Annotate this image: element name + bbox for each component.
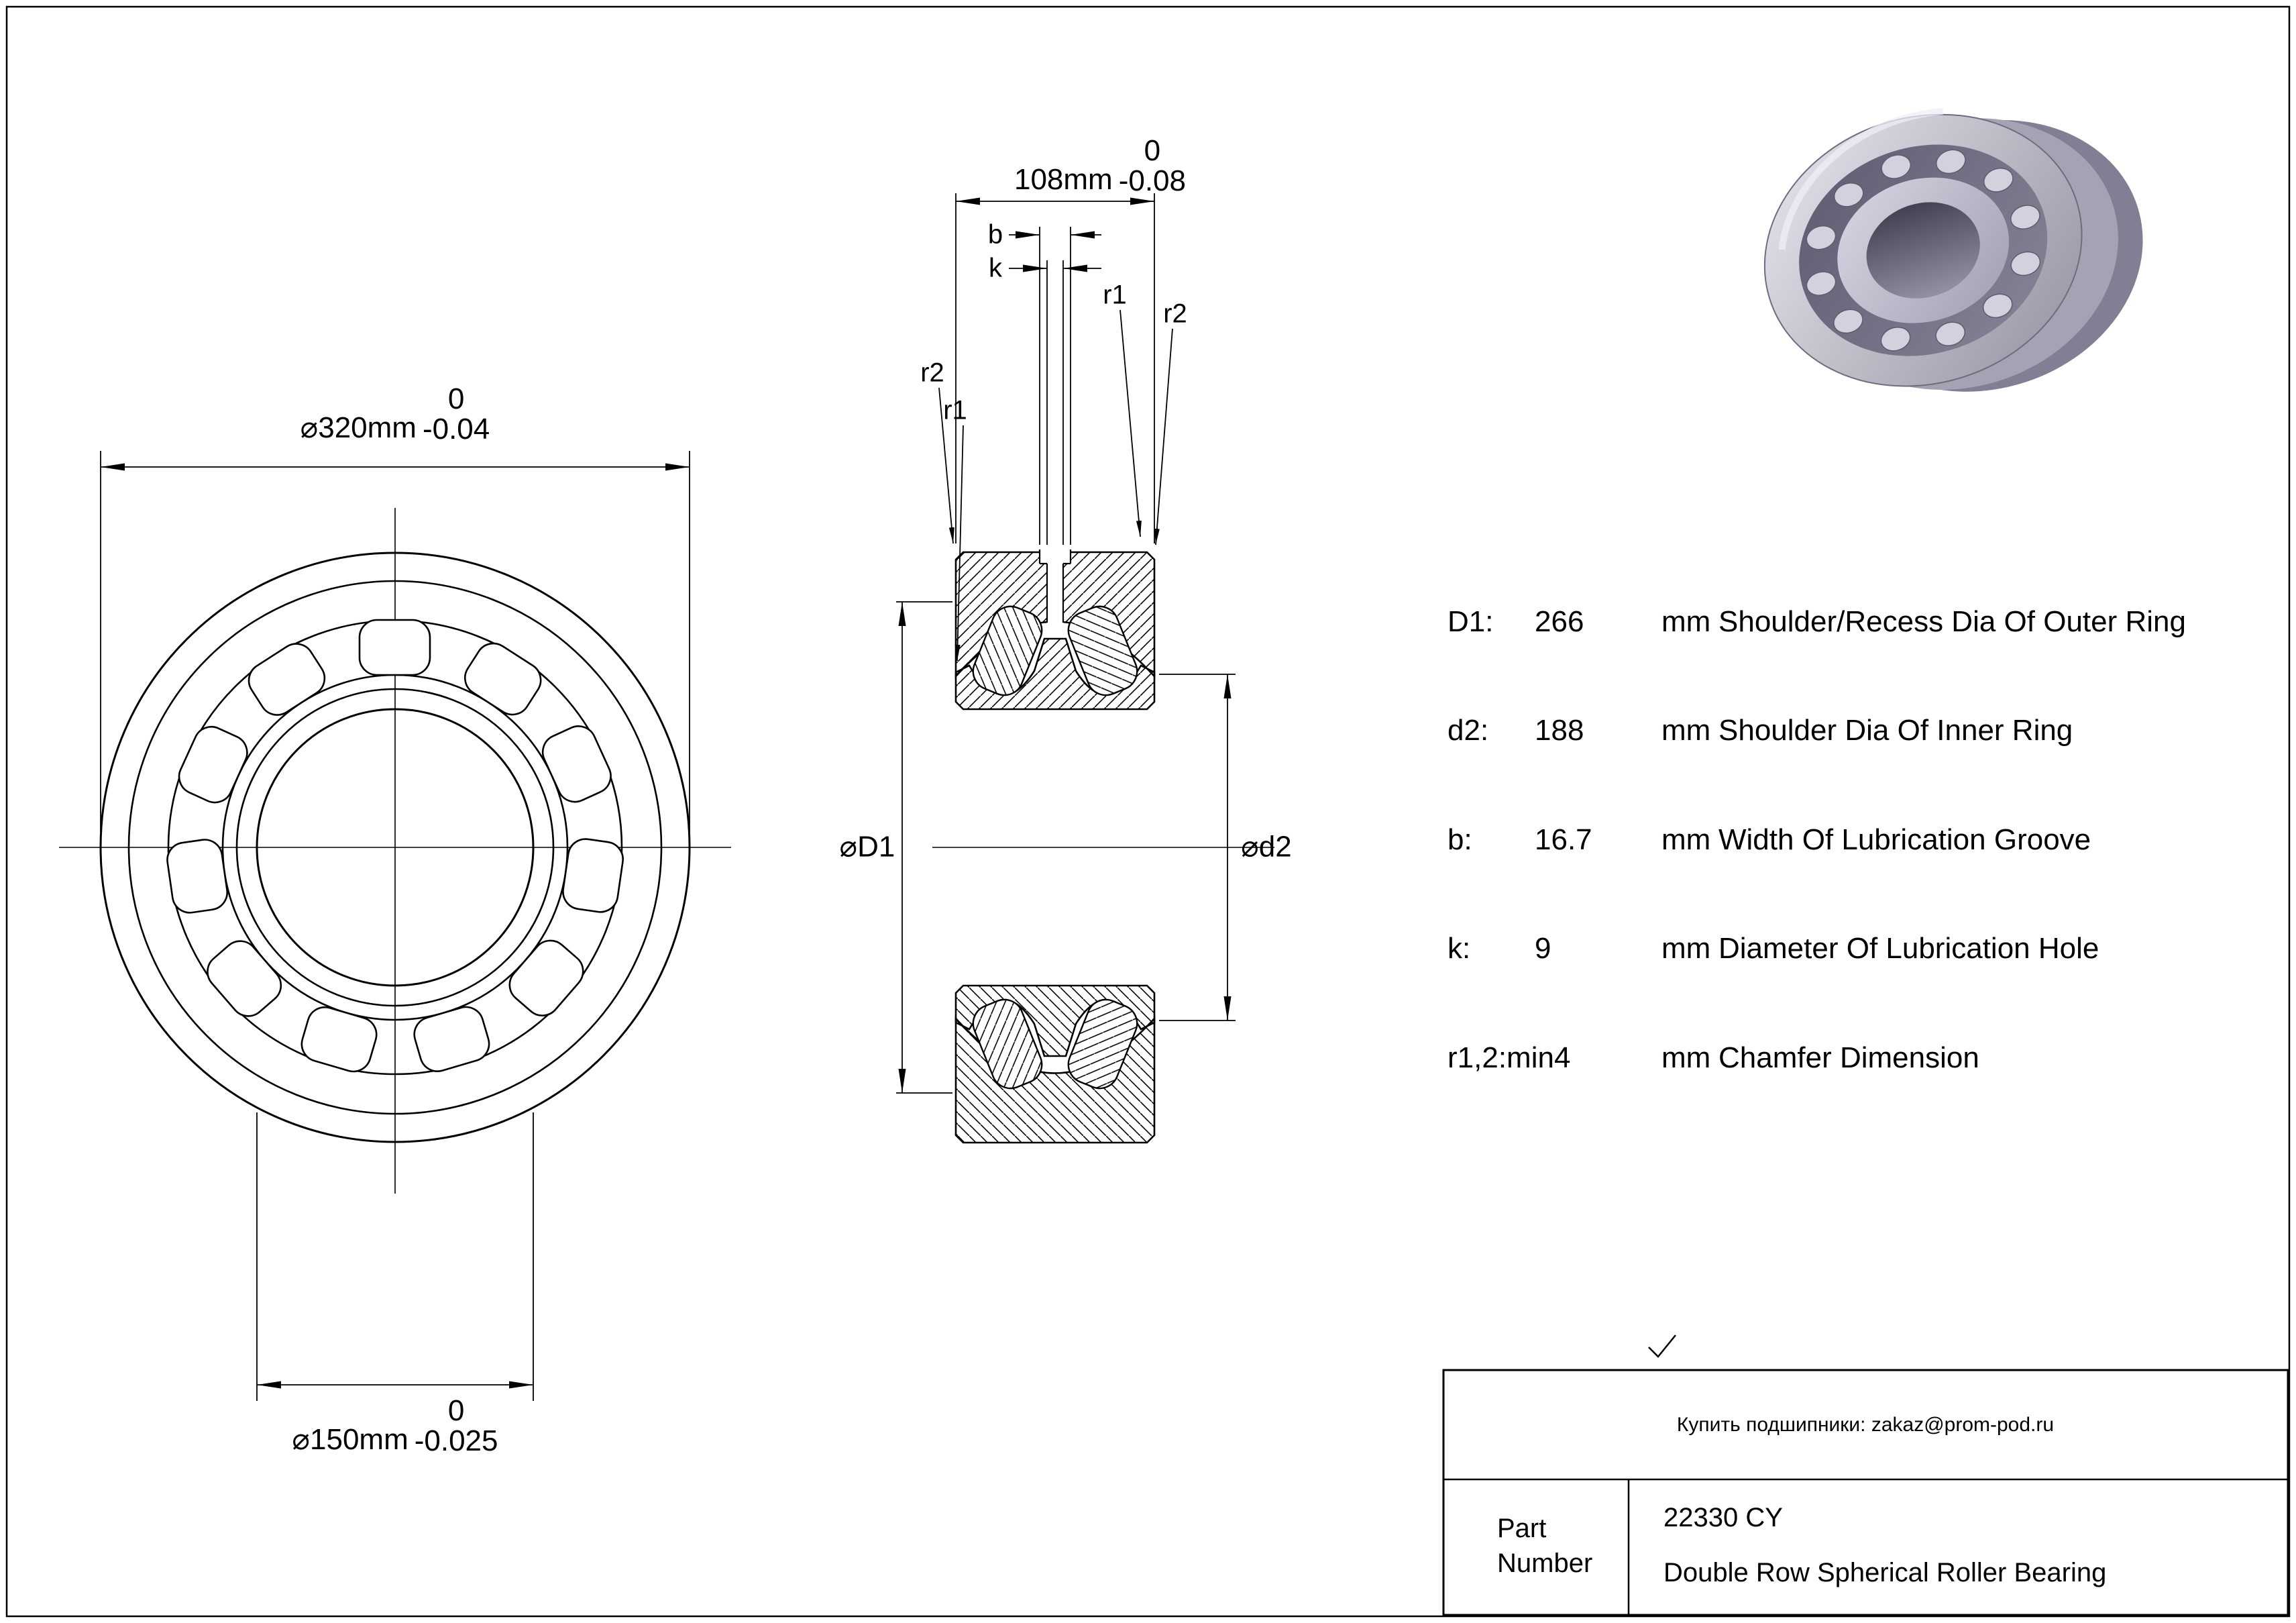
bore-circle: [256, 708, 535, 987]
spec-param: d2:: [1447, 714, 1489, 747]
spec-row-b: b: 16.7 mm Width Of Lubrication Groove: [1447, 823, 2293, 858]
bearing-3d-image: [1763, 107, 2143, 392]
part-description: Double Row Spherical Roller Bearing: [1663, 1558, 2107, 1587]
part-number-value: 22330 CY: [1663, 1503, 1783, 1532]
label-k: k: [989, 253, 1002, 283]
spec-desc: Diameter Of Lubrication Hole: [1718, 932, 2099, 965]
spec-unit: mm: [1661, 932, 1711, 965]
spec-param: b:: [1447, 823, 1472, 856]
section-view-drawing: [932, 549, 1274, 1144]
spec-value: 9: [1535, 932, 1551, 965]
front-view-drawing: [59, 508, 731, 1194]
width-dimension: 108mm 0 -0.08: [1014, 136, 1186, 197]
spec-unit: mm: [1661, 1041, 1711, 1074]
spec-value: 188: [1535, 714, 1584, 747]
spec-row-r: r1,2:min4 mm Chamfer Dimension: [1447, 1041, 2293, 1076]
label-d1-diameter: ⌀D1: [839, 830, 895, 863]
tolerance-lower: -0.04: [422, 413, 490, 446]
spec-unit: mm: [1661, 605, 1711, 638]
spec-desc: Chamfer Dimension: [1718, 1041, 1979, 1074]
dimension-value: 108mm: [1014, 162, 1113, 196]
tolerance-upper: 0: [447, 382, 465, 416]
bearing-3d-rollers: [1806, 149, 2041, 352]
bore-diameter-dimension: ⌀150mm 0 -0.025: [292, 1396, 498, 1457]
outer-ring-shoulder-circle: [127, 580, 663, 1115]
title-block-frame: [1442, 1334, 2289, 1616]
spec-param: r1,2:min4: [1447, 1041, 1571, 1074]
label-r2-top: r2: [1163, 299, 1187, 329]
page-border: [5, 5, 2291, 1618]
tolerance-lower: -0.025: [414, 1424, 498, 1457]
spec-row-k: k: 9 mm Diameter Of Lubrication Hole: [1447, 932, 2293, 967]
front-view-dimensions: [100, 451, 690, 1401]
spec-desc: Shoulder Dia Of Inner Ring: [1718, 714, 2073, 747]
section-bottom-half: [954, 984, 1156, 1144]
label-b: b: [987, 219, 1003, 250]
tolerance-upper: 0: [447, 1394, 465, 1428]
label-r2-left: r2: [920, 358, 944, 388]
dimension-value: ⌀150mm: [292, 1422, 408, 1456]
outer-diameter-circle: [99, 552, 691, 1143]
checkmark-symbol: [1648, 1334, 1676, 1358]
label-r1-top: r1: [1103, 280, 1127, 310]
tolerance-lower: -0.08: [1118, 164, 1187, 197]
spec-row-d1: D1: 266 mm Shoulder/Recess Dia Of Outer …: [1447, 605, 2293, 640]
spec-desc: Shoulder/Recess Dia Of Outer Ring: [1718, 605, 2186, 638]
spec-value: 16.7: [1535, 823, 1592, 856]
contact-info: Купить подшипники: zakaz@prom-pod.ru: [1676, 1414, 2055, 1436]
spec-param: k:: [1447, 932, 1471, 965]
dimension-value: ⌀320mm: [300, 411, 417, 444]
spec-unit: mm: [1661, 714, 1711, 747]
label-r1-left: r1: [943, 395, 967, 425]
part-number-label: Part Number: [1497, 1514, 1593, 1578]
label-d2-diameter: ⌀d2: [1241, 830, 1292, 863]
spec-desc: Width Of Lubrication Groove: [1718, 823, 2091, 856]
spec-param: D1:: [1447, 605, 1494, 638]
inner-ring-shoulder-circle: [235, 688, 555, 1007]
section-top-half: [954, 549, 1156, 711]
section-dimensions: [896, 193, 1236, 1094]
outer-diameter-dimension: ⌀320mm 0 -0.04: [300, 384, 490, 445]
spec-value: 266: [1535, 605, 1584, 638]
spec-row-d2: d2: 188 mm Shoulder Dia Of Inner Ring: [1447, 714, 2293, 749]
lubrication-groove-and-hole: [1038, 549, 1072, 624]
tolerance-upper: 0: [1144, 134, 1161, 168]
spec-unit: mm: [1661, 823, 1711, 856]
